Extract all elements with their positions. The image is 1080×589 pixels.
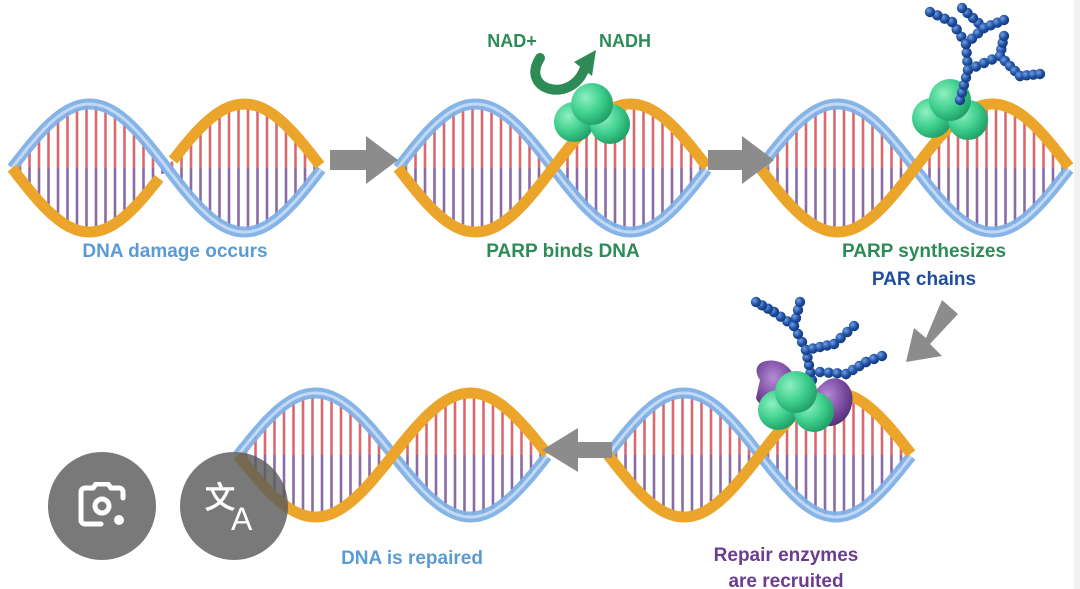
step3-label-line2: PAR chains xyxy=(871,269,977,290)
par-bead xyxy=(828,338,840,350)
par-bead xyxy=(970,61,982,72)
helix-step3 xyxy=(755,98,1074,238)
par-bead xyxy=(1034,68,1046,80)
par-bead xyxy=(978,57,990,69)
orange-strand-right xyxy=(168,98,325,169)
nad-conversion-arrow xyxy=(530,53,589,95)
par-bead xyxy=(790,312,802,324)
process-arrows xyxy=(330,136,958,472)
par-bead xyxy=(961,47,972,58)
par-bead xyxy=(750,296,762,308)
helix-step1 xyxy=(7,98,326,238)
par-bead xyxy=(956,2,968,14)
par-bead xyxy=(860,356,872,368)
par-bead xyxy=(792,304,804,316)
par-bead xyxy=(924,6,936,18)
par-bead xyxy=(792,328,804,340)
molecules xyxy=(530,2,1046,432)
helix-step5 xyxy=(233,387,552,523)
arrow-step3-to-4 xyxy=(906,300,958,362)
par-bead xyxy=(986,54,998,65)
par-bead xyxy=(823,367,834,378)
orange-strand xyxy=(393,98,712,238)
parp-subunit xyxy=(775,371,817,413)
par-chain-step3-branch3 xyxy=(994,50,1046,82)
par-bead xyxy=(868,353,880,365)
par-bead xyxy=(848,320,860,332)
par-bead xyxy=(998,14,1010,26)
blue-strand-highlight xyxy=(10,102,323,234)
arrow-step4-to-5 xyxy=(542,428,612,472)
scroll-edge xyxy=(1074,0,1080,589)
par-bead xyxy=(842,326,853,338)
nad-label: NAD+ xyxy=(487,31,537,51)
par-chain-step3-main xyxy=(924,6,974,106)
helix-step2 xyxy=(393,98,712,238)
parp-step3 xyxy=(912,79,988,140)
par-bead xyxy=(962,64,974,76)
nad-arrow-head xyxy=(574,50,596,76)
par-chain-step4-branch3 xyxy=(814,350,888,380)
step5-label: DNA is repaired xyxy=(341,548,483,569)
step4-label-line2: are recruited xyxy=(728,571,844,589)
orange-strand xyxy=(603,387,916,523)
nadh-label: NADH xyxy=(599,31,651,51)
svg-text:文: 文 xyxy=(205,481,235,516)
par-bead xyxy=(998,30,1010,42)
orange-strand xyxy=(755,98,1074,238)
par-chain-step4-branch2 xyxy=(800,320,860,356)
par-chain-step3-branch4 xyxy=(978,14,1010,34)
translate-icon: 文 A xyxy=(205,481,253,534)
par-bead xyxy=(876,350,888,362)
orange-strand xyxy=(233,387,552,523)
parp-subunit xyxy=(571,83,613,125)
par-bead xyxy=(962,56,973,67)
step2-label: PARP binds DNA xyxy=(486,241,640,262)
translate-button[interactable]: 文 A xyxy=(180,452,288,560)
parp-step4 xyxy=(758,371,834,432)
svg-text:A: A xyxy=(231,501,253,534)
par-bead xyxy=(835,332,846,344)
par-bead xyxy=(814,366,826,378)
dna-helices xyxy=(7,98,1074,523)
par-bead xyxy=(788,320,800,332)
arrow-step1-to-2 xyxy=(330,136,398,184)
par-bead xyxy=(794,296,806,308)
google-lens-icon xyxy=(78,482,126,527)
orange-strand-left xyxy=(7,164,164,238)
helix-step4 xyxy=(603,387,916,523)
step3-label-line1: PARP synthesizes xyxy=(841,241,1007,262)
arrow-step2-to-3 xyxy=(708,136,774,184)
google-lens-button[interactable] xyxy=(48,452,156,560)
step4-label-line1: Repair enzymes xyxy=(713,545,859,566)
par-chain-step4-branch1 xyxy=(788,296,806,332)
par-bead xyxy=(832,368,843,379)
par-bead xyxy=(796,336,808,348)
step1-label: DNA damage occurs xyxy=(82,241,268,262)
parp-step2 xyxy=(554,83,630,144)
